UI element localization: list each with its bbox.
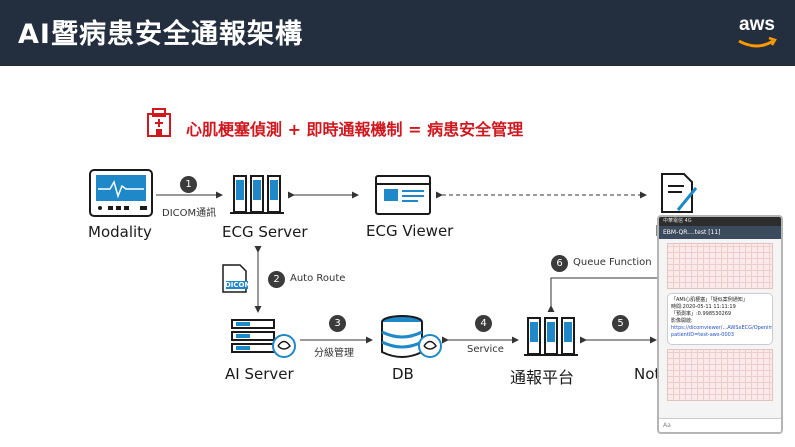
chat-title: EBM-QR....test [11]: [659, 226, 781, 239]
platform-server-icon: [524, 317, 578, 356]
step-badge-2: 2: [268, 271, 285, 288]
aws-logo: aws: [733, 14, 781, 54]
phone-status-bar: 中華電信 4G: [659, 217, 781, 226]
step-badge-3: 3: [329, 315, 346, 332]
ecg-server-icon: [230, 175, 284, 214]
node-label-ai-server: AI Server: [225, 365, 294, 383]
msg-link[interactable]: https://dicomviewer/...AWSxECG/Openimage…: [671, 325, 773, 338]
node-label-platform: 通報平台: [510, 368, 575, 387]
step-badge-1: 1: [180, 176, 197, 193]
node-label-ecg-server: ECG Server: [222, 223, 308, 241]
ecg-image-bottom: [667, 349, 773, 401]
aws-smile-icon: [738, 36, 777, 48]
ecg-viewer-icon: [375, 175, 431, 215]
msg-line-2: 時間:2020-05-11 11:11:19: [671, 304, 736, 310]
notification-message: 「AMI心肌梗塞」「疑似案例通知」 時間:2020-05-11 11:11:19…: [667, 293, 773, 345]
msg-line-1: 「AMI心肌梗塞」「疑似案例通知」: [671, 297, 748, 303]
node-label-ecg-viewer: ECG Viewer: [366, 222, 454, 240]
step-label-4: Service: [467, 344, 504, 355]
msg-line-4: 影像開啟:: [671, 318, 693, 324]
ai-server-icon: [231, 319, 296, 358]
msg-line-3: 「預測率」:0.998530269: [671, 311, 732, 317]
modality-monitor-icon: [89, 169, 153, 217]
node-label-modality: Modality: [88, 223, 152, 241]
step-label-1: DICOM通訊: [162, 208, 217, 219]
step-label-3: 分級管理: [314, 348, 354, 359]
dicom-file-label: DICOM: [225, 281, 252, 289]
step-badge-4: 4: [475, 315, 492, 332]
node-label-db: DB: [392, 365, 414, 383]
ecg-image-top: [667, 243, 773, 289]
node-label-notify: Not: [634, 365, 661, 383]
step-label-2: Auto Route: [290, 273, 346, 284]
step-badge-5: 5: [612, 315, 629, 332]
db-icon: [381, 315, 442, 358]
dicom-file-icon: [222, 264, 248, 293]
report-doc-icon: [661, 173, 698, 213]
subtitle: 心肌梗塞偵測 + 即時通報機制 = 病患安全管理: [186, 120, 524, 139]
aws-logo-text: aws: [739, 14, 775, 35]
header-bar: AI暨病患安全通報架構 aws: [0, 0, 795, 66]
phone-screenshot: 中華電信 4G EBM-QR....test [11] 「AMI心肌梗塞」「疑似…: [657, 215, 783, 434]
step-badge-6: 6: [551, 255, 568, 272]
step-label-6: Queue Function: [573, 257, 652, 268]
page-title: AI暨病患安全通報架構: [18, 19, 303, 50]
chat-input[interactable]: Aa: [659, 418, 781, 432]
link-queue: [547, 277, 657, 312]
hospital-icon: [146, 108, 172, 142]
